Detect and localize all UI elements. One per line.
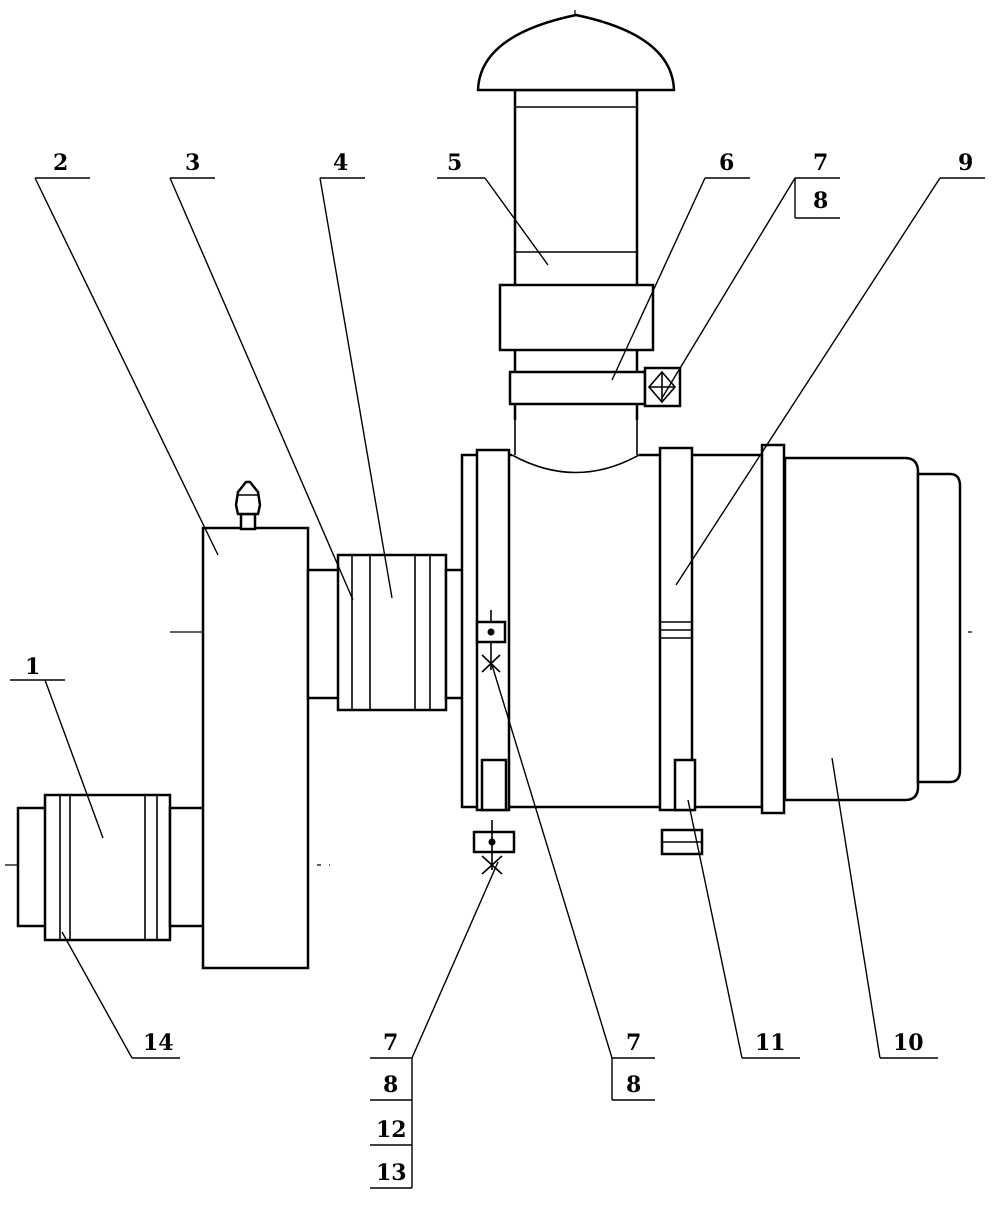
dome-cap — [476, 13, 676, 92]
label-1: 1 — [25, 654, 40, 680]
label-13: 13 — [376, 1160, 407, 1186]
part-2-casing — [201, 480, 310, 970]
label-8-right: 8 — [626, 1072, 641, 1098]
label-7-left: 7 — [383, 1030, 398, 1056]
label-8-left: 8 — [383, 1072, 398, 1098]
part-1-coupling — [16, 793, 207, 942]
label-10: 10 — [893, 1030, 924, 1056]
main-body — [460, 420, 764, 809]
label-2: 2 — [53, 150, 68, 176]
part-10-motor — [760, 443, 962, 815]
label-3: 3 — [185, 150, 200, 176]
label-12: 12 — [376, 1117, 407, 1143]
vent-cap-icon — [234, 480, 262, 516]
label-6: 6 — [719, 150, 734, 176]
label-11: 11 — [755, 1030, 786, 1056]
part-6-clamp — [508, 366, 682, 408]
label-8-top: 8 — [813, 188, 828, 214]
part-5-vertical-pipe — [476, 13, 676, 492]
label-9: 9 — [958, 150, 973, 176]
part-labels: 1 2 3 4 5 6 7 8 9 10 11 14 7 8 12 13 7 8 — [25, 150, 973, 1186]
label-7-top: 7 — [813, 150, 828, 176]
leader-lines — [10, 177, 985, 1189]
label-5: 5 — [447, 150, 462, 176]
label-7-right: 7 — [626, 1030, 641, 1056]
label-14: 14 — [143, 1030, 174, 1056]
label-4: 4 — [333, 150, 348, 176]
part-3-4-coupling — [306, 553, 466, 712]
